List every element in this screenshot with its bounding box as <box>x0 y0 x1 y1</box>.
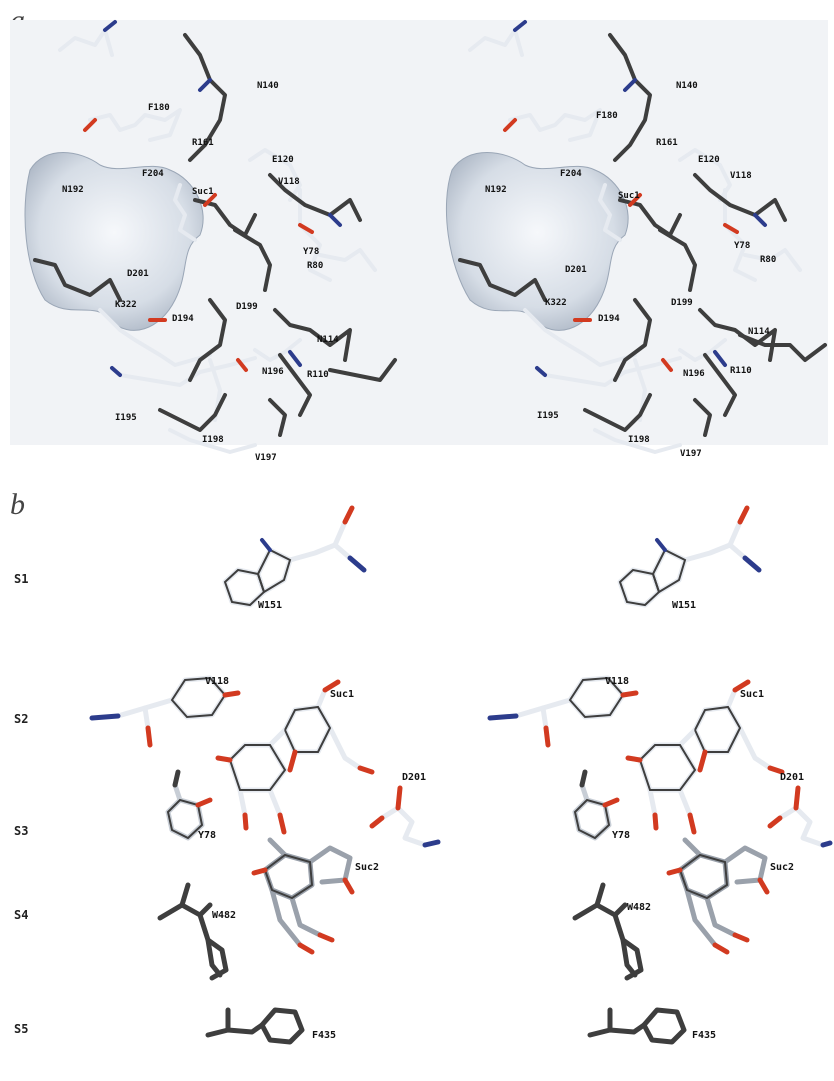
label-a-right-n192: N192 <box>485 185 507 195</box>
label-b-right-y78: Y78 <box>612 830 630 841</box>
label-b-left-y78: Y78 <box>198 830 216 841</box>
label-a-right-v118: V118 <box>730 171 752 181</box>
label-a-right-k322: K322 <box>545 298 567 308</box>
row-label-s1: S1 <box>14 572 29 586</box>
label-a-left-i198: I198 <box>202 435 224 445</box>
label-a-left-n196: N196 <box>262 367 284 377</box>
label-a-left-y78: Y78 <box>303 247 319 257</box>
label-a-right-suc1: Suc1 <box>618 191 640 201</box>
label-b-left-suc2: Suc2 <box>355 862 379 873</box>
panel-a-left-view: F180 R161 N140 N192 F204 Suc1 E120 V118 … <box>24 20 397 463</box>
label-a-left-d194: D194 <box>172 314 194 324</box>
label-a-left-n192: N192 <box>62 185 84 195</box>
label-b-right-f435: F435 <box>692 1030 716 1041</box>
label-a-left-n140: N140 <box>257 81 279 91</box>
label-b-left-w151: W151 <box>258 600 282 611</box>
label-a-right-d194: D194 <box>598 314 620 324</box>
row-label-s5: S5 <box>14 1022 29 1036</box>
label-a-left-f180: F180 <box>148 103 170 113</box>
panel-letter-b: b <box>10 488 25 521</box>
label-a-right-i195: I195 <box>537 411 559 421</box>
label-a-left-v197: V197 <box>255 453 277 463</box>
label-b-right-w151: W151 <box>672 600 696 611</box>
label-a-left-r110: R110 <box>307 370 329 380</box>
label-a-right-f204: F204 <box>560 169 582 179</box>
label-a-left-k322: K322 <box>115 300 137 310</box>
label-a-right-i198: I198 <box>628 435 650 445</box>
label-a-right-r80: R80 <box>760 255 776 265</box>
label-a-right-e120: E120 <box>698 155 720 165</box>
label-a-left-i195: I195 <box>115 413 137 423</box>
label-b-right-d201: D201 <box>780 772 804 783</box>
label-a-left-r161: R161 <box>192 138 214 148</box>
panel-b-right-view: W151 V118 <box>487 505 833 1045</box>
label-a-left-r80: R80 <box>307 261 323 271</box>
panel-b-left-view: W151 V118 <box>89 505 441 1045</box>
label-b-left-f435: F435 <box>312 1030 336 1041</box>
label-b-left-w482: W482 <box>212 910 236 921</box>
panel-a-right-view: F180 R161 N140 N192 F204 Suc1 E120 V118 … <box>445 20 827 459</box>
label-a-left-d199: D199 <box>236 302 258 312</box>
label-a-right-y78: Y78 <box>734 241 750 251</box>
row-label-s2: S2 <box>14 712 29 726</box>
label-a-right-n196: N196 <box>683 369 705 379</box>
row-label-s4: S4 <box>14 908 29 922</box>
label-b-right-suc2: Suc2 <box>770 862 794 873</box>
row-label-s3: S3 <box>14 824 29 838</box>
label-a-right-r161: R161 <box>656 138 678 148</box>
label-a-left-n114: N114 <box>317 335 339 345</box>
label-b-right-w482: W482 <box>627 902 651 913</box>
label-a-right-r110: R110 <box>730 366 752 376</box>
label-a-right-v197: V197 <box>680 449 702 459</box>
label-a-left-f204: F204 <box>142 169 164 179</box>
label-b-left-d201: D201 <box>402 772 426 783</box>
label-a-right-d201: D201 <box>565 265 587 275</box>
label-b-left-v118: V118 <box>205 676 229 687</box>
label-a-right-n140: N140 <box>676 81 698 91</box>
label-b-right-suc1: Suc1 <box>740 689 764 700</box>
label-a-left-d201: D201 <box>127 269 149 279</box>
label-b-right-v118: V118 <box>605 676 629 687</box>
label-b-left-suc1: Suc1 <box>330 689 354 700</box>
label-a-left-v118: V118 <box>278 177 300 187</box>
label-a-left-e120: E120 <box>272 155 294 165</box>
label-a-left-suc1: Suc1 <box>192 187 214 197</box>
label-a-right-f180: F180 <box>596 111 618 121</box>
label-a-right-n114: N114 <box>748 327 770 337</box>
label-a-right-d199: D199 <box>671 298 693 308</box>
